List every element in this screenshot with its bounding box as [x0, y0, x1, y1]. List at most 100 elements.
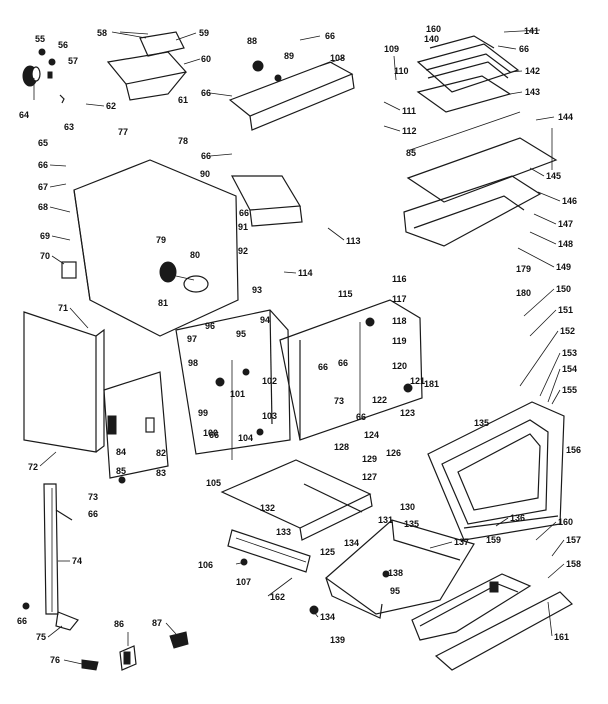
- callout-77: 77: [118, 127, 128, 137]
- callout-62: 62: [106, 101, 116, 111]
- callout-137: 137: [454, 537, 469, 547]
- callout-114: 114: [298, 268, 313, 278]
- callout-75: 75: [36, 632, 46, 642]
- callout-76: 76: [50, 655, 60, 665]
- callout-179: 179: [516, 264, 531, 274]
- callout-118: 118: [392, 316, 407, 326]
- callout-136: 136: [510, 513, 525, 523]
- callout-59: 59: [199, 28, 209, 38]
- callout-161: 161: [554, 632, 569, 642]
- callout-123: 123: [400, 408, 415, 418]
- callout-127: 127: [362, 472, 377, 482]
- callout-72: 72: [28, 462, 38, 472]
- callout-158: 158: [566, 559, 581, 569]
- callout-139: 139: [330, 635, 345, 645]
- grommet-134: [309, 605, 319, 615]
- callout-79: 79: [156, 235, 166, 245]
- callout-66-g: 66: [338, 358, 348, 368]
- callout-66-f: 66: [239, 208, 249, 218]
- callout-135-a: 135: [474, 418, 489, 428]
- callout-87: 87: [152, 618, 162, 628]
- bracket-86: [119, 645, 137, 671]
- callout-94: 94: [260, 315, 270, 325]
- callout-71: 71: [58, 303, 68, 313]
- callout-93: 93: [252, 285, 262, 295]
- callout-135-b: 135: [404, 519, 419, 529]
- callout-131: 131: [378, 515, 393, 525]
- callout-99: 99: [198, 408, 208, 418]
- oven-liner-144-149: [403, 111, 558, 247]
- clip-76: [81, 659, 99, 671]
- callout-80: 80: [190, 250, 200, 260]
- callout-95-a: 95: [236, 329, 246, 339]
- burner-box-90: [231, 175, 303, 227]
- drawer-137-138: [325, 519, 475, 619]
- callout-142: 142: [525, 66, 540, 76]
- base-rail-106-107: [227, 529, 311, 573]
- broiler-pan-140-143: [416, 35, 520, 113]
- callout-98: 98: [188, 358, 198, 368]
- callout-66-i: 66: [356, 412, 366, 422]
- side-frame-68: [61, 159, 239, 337]
- callout-160-b: 160: [426, 24, 441, 34]
- callout-157: 157: [566, 535, 581, 545]
- callout-106: 106: [198, 560, 213, 570]
- callout-132: 132: [260, 503, 275, 513]
- oven-door-150-156: [427, 401, 565, 541]
- bracket-assembly-58-61: [106, 31, 188, 101]
- callout-82: 82: [156, 448, 166, 458]
- callout-115: 115: [338, 289, 353, 299]
- callout-66-l: 66: [318, 362, 328, 372]
- callout-55: 55: [35, 34, 45, 44]
- callout-81: 81: [158, 298, 168, 308]
- screw-66-bottom: [22, 602, 30, 610]
- callout-66-h: 66: [209, 430, 219, 440]
- screw-56: [48, 58, 56, 66]
- callout-66-a: 66: [325, 31, 335, 41]
- top-rail-108: [228, 60, 355, 131]
- callout-151: 151: [558, 305, 573, 315]
- callout-112: 112: [402, 126, 417, 136]
- callout-110: 110: [394, 66, 409, 76]
- vertical-strip-74: [43, 483, 73, 615]
- callout-78: 78: [178, 136, 188, 146]
- callout-97: 97: [187, 334, 197, 344]
- callout-61: 61: [178, 95, 188, 105]
- callout-85-b: 85: [406, 148, 416, 158]
- callout-56: 56: [58, 40, 68, 50]
- callout-66-e: 66: [38, 160, 48, 170]
- callout-65: 65: [38, 138, 48, 148]
- callout-130: 130: [400, 502, 415, 512]
- callout-111: 111: [402, 106, 416, 116]
- callout-126: 126: [386, 448, 401, 458]
- callout-102: 102: [262, 376, 277, 386]
- screw-55: [38, 48, 46, 56]
- callout-labels: 55 56 57 58 59 60 61 62 63 64 65 66 66 6…: [17, 24, 581, 665]
- callout-67: 67: [38, 182, 48, 192]
- callout-122: 122: [372, 395, 387, 405]
- callout-180: 180: [516, 288, 531, 298]
- callout-83: 83: [156, 468, 166, 478]
- callout-144: 144: [558, 112, 573, 122]
- callout-92: 92: [238, 246, 248, 256]
- callout-85-a: 85: [116, 466, 126, 476]
- callout-88: 88: [247, 36, 257, 46]
- callout-91: 91: [238, 222, 248, 232]
- callout-113: 113: [346, 236, 361, 246]
- callout-60: 60: [201, 54, 211, 64]
- callout-133: 133: [276, 527, 291, 537]
- bracket-75: [55, 611, 79, 631]
- spring-63: [59, 94, 65, 104]
- callout-63: 63: [64, 122, 74, 132]
- callout-125: 125: [320, 547, 335, 557]
- callout-101: 101: [230, 389, 245, 399]
- callout-148: 148: [558, 239, 573, 249]
- callout-96: 96: [205, 321, 215, 331]
- callout-73-a: 73: [88, 492, 98, 502]
- callout-138: 138: [388, 568, 403, 578]
- callout-134-b: 134: [320, 612, 335, 622]
- callout-134-a: 134: [344, 538, 359, 548]
- callout-121: 121: [410, 376, 425, 386]
